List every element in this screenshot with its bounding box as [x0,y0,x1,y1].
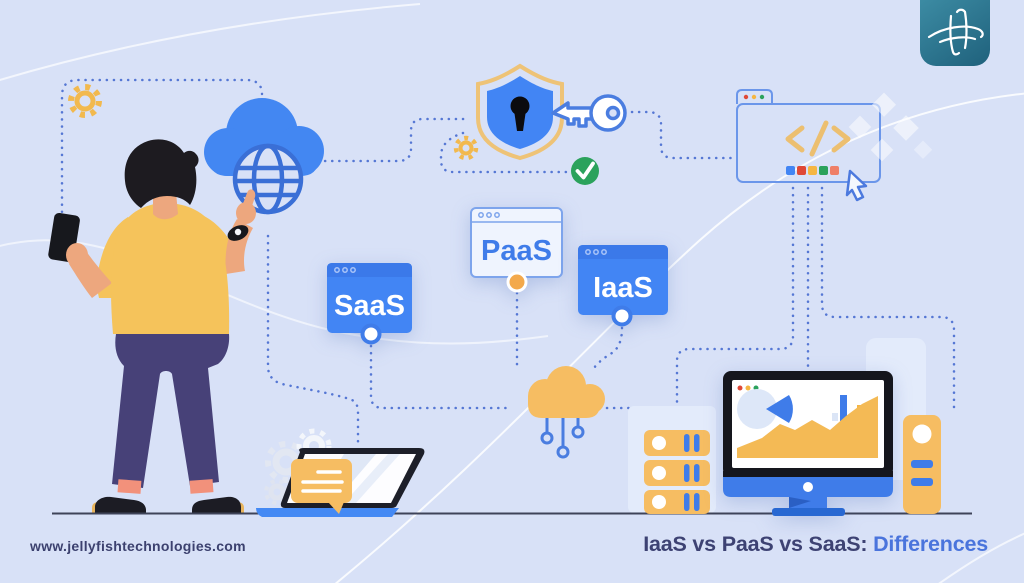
saas-label: SaaS [334,290,405,322]
monitor-base [772,508,845,516]
window-color-squares [786,166,839,175]
title-highlight: Differences [867,532,988,556]
jellyfish-monogram-icon [927,8,984,56]
service-window-iaas: IaaS [578,245,668,327]
gear-icon [453,135,479,161]
cloud-globe-icon [204,98,324,215]
connector-shield-to-check [439,131,568,174]
person-left-sock [117,479,142,494]
pie-chart-icon [737,389,793,429]
circuit-cloud-icon [528,366,605,459]
paas-label: PaaS [481,235,552,267]
server-rack-icon [644,430,710,514]
connector-man-to-laptop [266,234,360,448]
connector-window-to-servers [675,186,795,426]
person-left-shoe [95,496,146,514]
connector-window-to-tower [820,186,956,412]
brand-logo [920,0,990,66]
page-title: IaaS vs PaaS vs SaaS: Differences [643,532,988,557]
saas-connector-dot [360,323,382,345]
check-circle-icon [571,157,599,185]
cursor-icon [845,169,868,202]
website-url[interactable]: www.jellyfishtechnologies.com [30,538,246,554]
laptop-base [256,508,399,517]
connector-iaas-to-cloud [592,326,624,370]
chat-bubble-icon [291,459,352,514]
code-tag-icon [785,120,851,157]
connector-saas-to-cloud [369,344,512,410]
person-right-shoe [192,496,241,514]
person-pointing-finger [241,189,256,212]
person-neck [153,192,178,220]
area-chart-icon [737,396,878,458]
shield-lock-icon [476,63,564,161]
code-window-icon [736,89,881,183]
person-illustration [48,139,256,514]
person-torso-shirt [111,203,230,334]
service-window-paas: PaaS [470,207,563,293]
person-pants [112,334,230,488]
connector-key-to-window [630,110,737,160]
person-hair [124,139,199,208]
paas-connector-dot [506,271,528,293]
iaas-label: IaaS [593,272,653,304]
connector-cloud-to-shield [316,117,466,163]
diamond-sparkles-icon [848,92,933,162]
person-left-hand [66,243,88,267]
analytics-monitor-icon [723,371,893,516]
iaas-connector-dot [611,305,633,327]
service-window-saas: SaaS [327,263,412,345]
tower-pc-icon [903,415,941,514]
person-right-sock [189,479,214,494]
key-icon [551,94,627,132]
gear-icon [68,84,102,118]
dotted-connectors [60,78,956,448]
title-prefix: IaaS vs PaaS vs SaaS: [643,532,868,556]
